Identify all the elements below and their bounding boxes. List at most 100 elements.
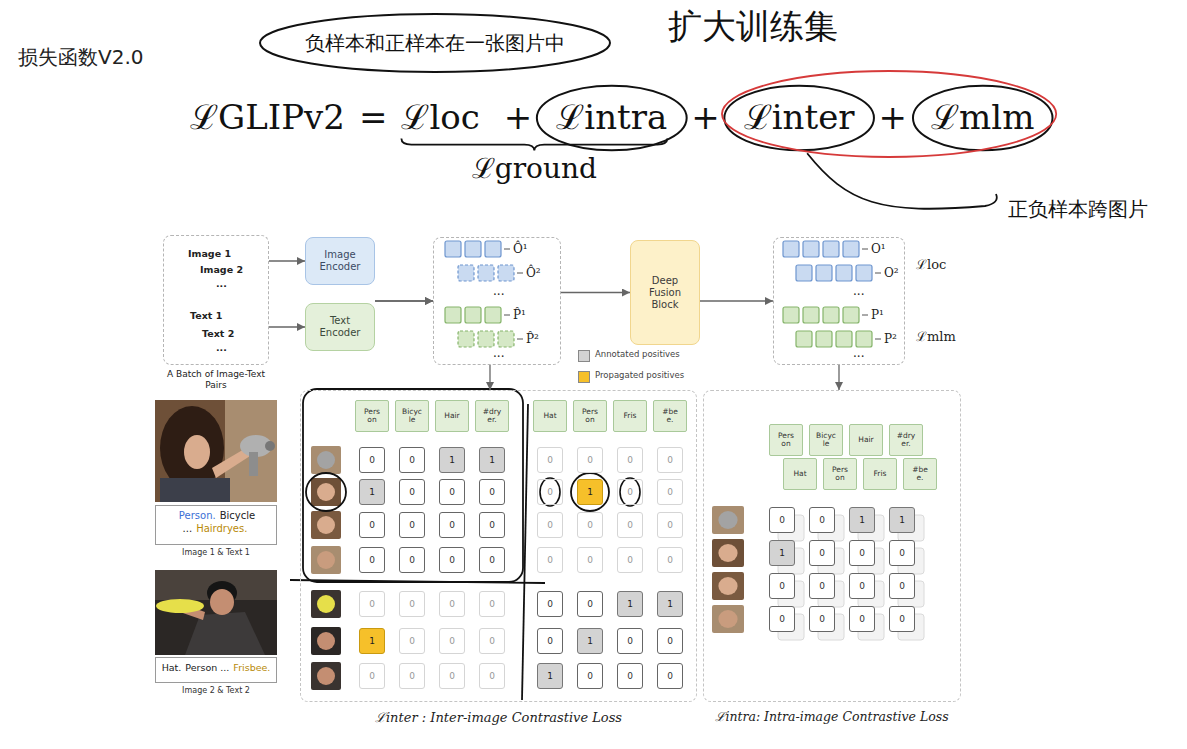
column-header: Pers on (769, 424, 803, 456)
photo-face (210, 589, 234, 615)
image-caption: Image 2 & Text 2 (155, 686, 277, 695)
matrix-cell: 0 (769, 573, 795, 599)
feature-square (465, 307, 481, 323)
feature-square (478, 265, 494, 281)
feature-dash (862, 249, 868, 250)
feature-square (783, 307, 799, 323)
matrix-cell: 0 (577, 512, 603, 538)
column-header: Hat (533, 400, 567, 432)
feature-square (478, 331, 494, 347)
matrix-cell: 0 (479, 591, 505, 617)
matrix-cell: 0 (617, 479, 643, 505)
region-thumbnail (311, 511, 341, 539)
photo-background (155, 400, 277, 502)
column-header: #dry er. (889, 424, 923, 456)
box-label: Image Encoder (310, 249, 370, 273)
region-thumbnail-object (718, 544, 737, 562)
matrix-cell: 0 (617, 447, 643, 473)
region-thumbnail (712, 506, 744, 534)
matrix-cell: 1 (889, 507, 915, 533)
matrix-cell: 0 (399, 663, 425, 689)
matrix-cell: 0 (617, 628, 643, 654)
hand-drawn-line (290, 580, 545, 583)
feature-square (836, 265, 852, 281)
photo-hairdryer-handle (249, 452, 258, 476)
box-item: Image 2 (200, 263, 243, 277)
region-thumbnail-object (317, 667, 335, 685)
legend-swatch (578, 371, 590, 383)
red-ellipse (722, 71, 1056, 157)
region-thumbnail (311, 446, 341, 474)
annotation-text: 负样本和正样本在一张图片中 (305, 31, 565, 55)
feature-square (816, 265, 832, 281)
region-thumbnail-object (718, 511, 737, 529)
matrix-cell: 0 (399, 591, 425, 617)
matrix-cell: 0 (809, 540, 835, 566)
feature-square (445, 307, 461, 323)
encoder-box: Image Encoder (305, 237, 375, 285)
feature-square (803, 307, 819, 323)
flow-arrow (700, 300, 773, 301)
feature-dash (504, 249, 510, 250)
matrix-cell: 0 (537, 479, 563, 505)
feature-square (856, 331, 872, 347)
formula-term: = (359, 98, 388, 137)
matrix-cell: 0 (359, 591, 385, 617)
formula-term: + (879, 98, 908, 137)
illustrations (155, 241, 924, 690)
hand-drawn-ellipse (913, 86, 1053, 151)
matrix-cell: 0 (479, 479, 505, 505)
formula-term: ℒloc (401, 98, 479, 137)
feature-square (856, 265, 872, 281)
region-thumbnail (311, 478, 341, 506)
matrix-cell: 0 (769, 507, 795, 533)
formula-term: ℒGLIPv2 (190, 98, 345, 137)
matrix-cell: 1 (657, 591, 683, 617)
column-header: Fris (613, 400, 647, 432)
feature-square (836, 331, 852, 347)
feature-square (796, 331, 812, 347)
matrix-cell: 0 (439, 591, 465, 617)
box-item: ... (216, 341, 227, 355)
column-header: #dry er. (475, 400, 509, 432)
matrix-cell: 1 (359, 479, 385, 505)
feature-dash (517, 339, 523, 340)
column-header: Bicyc le (809, 424, 843, 456)
feature-square (823, 241, 839, 257)
batch-box: Image 1Image 2...Text 1Text 2...A Batch … (160, 233, 272, 393)
matrix-cell: 0 (657, 547, 683, 573)
legend-text: Annotated positives (595, 349, 680, 359)
matrix-cell: 0 (577, 447, 603, 473)
formula-term: ℒmlm (931, 98, 1034, 137)
box-item: Image 1 (188, 247, 231, 261)
handwritten-note: 正负样本跨图片 (1008, 196, 1148, 223)
matrix-cell: 0 (769, 606, 795, 632)
feature-box: Ô¹Ô²...P̂¹P̂²... (433, 237, 561, 365)
region-thumbnail (311, 590, 341, 618)
hand-drawn-ellipse (537, 86, 687, 151)
box-item: Text 1 (190, 309, 222, 323)
column-header: Bicyc le (395, 400, 429, 432)
matrix-cell: 1 (769, 540, 795, 566)
matrix-cell: 0 (657, 512, 683, 538)
caption-word: Hairdryes. (196, 523, 247, 534)
fusion-box: Deep Fusion Block (630, 240, 700, 345)
box-item: O² (884, 265, 899, 281)
matrix-cell: 0 (889, 606, 915, 632)
matrix-cell: 1 (577, 479, 603, 505)
feature-square (843, 241, 859, 257)
feature-square (485, 307, 501, 323)
box-item: Text 2 (202, 327, 234, 341)
box-label: Deep Fusion Block (643, 275, 687, 311)
box-item: P̂² (526, 331, 539, 347)
feature-square (783, 241, 799, 257)
page-title: 损失函数V2.0 (18, 44, 144, 71)
formula-marks (401, 71, 1056, 209)
flow-arrow (269, 326, 305, 327)
box-item: P¹ (871, 307, 884, 323)
formula-term: ℒinter (744, 98, 855, 137)
matrix-cell: 0 (399, 512, 425, 538)
hand-drawn-circle (306, 473, 346, 511)
column-header: Hair (435, 400, 469, 432)
